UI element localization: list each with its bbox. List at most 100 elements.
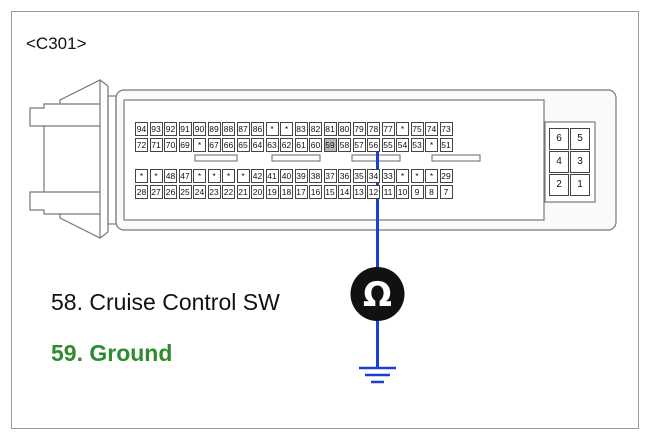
pin-64: 64 bbox=[251, 138, 264, 152]
pin-4: 4 bbox=[549, 151, 569, 173]
pin-blank: * bbox=[193, 138, 206, 152]
pin-81: 81 bbox=[323, 122, 337, 136]
pin-8: 8 bbox=[425, 185, 438, 199]
pin-blank: * bbox=[396, 122, 409, 136]
pin-56: 56 bbox=[367, 138, 380, 152]
pin-38: 38 bbox=[309, 169, 322, 183]
pin-2: 2 bbox=[549, 174, 569, 196]
pin-6: 6 bbox=[549, 128, 569, 150]
pin-72: 72 bbox=[135, 138, 148, 152]
pin-34: 34 bbox=[367, 169, 380, 183]
pin-7: 7 bbox=[439, 185, 453, 199]
pin-60: 60 bbox=[309, 138, 322, 152]
pin-51: 51 bbox=[439, 138, 453, 152]
pin-71: 71 bbox=[149, 138, 163, 152]
pin-66: 66 bbox=[222, 138, 235, 152]
pin-65: 65 bbox=[236, 138, 250, 152]
pin-70: 70 bbox=[164, 138, 177, 152]
pin-29: 29 bbox=[439, 169, 453, 183]
meter-symbol: Ω bbox=[363, 275, 392, 315]
pin-58: 58 bbox=[338, 138, 351, 152]
pin-78: 78 bbox=[367, 122, 380, 136]
pin-23: 23 bbox=[207, 185, 221, 199]
pin-blank: * bbox=[280, 122, 293, 136]
pin-12: 12 bbox=[367, 185, 380, 199]
pin-blank: * bbox=[207, 169, 221, 183]
pin-94: 94 bbox=[135, 122, 148, 136]
pin-82: 82 bbox=[309, 122, 322, 136]
pin-blank: * bbox=[425, 169, 438, 183]
pin-83: 83 bbox=[294, 122, 308, 136]
pin-88: 88 bbox=[222, 122, 235, 136]
pin-3: 3 bbox=[570, 151, 590, 173]
pin-16: 16 bbox=[309, 185, 322, 199]
pin-57: 57 bbox=[352, 138, 366, 152]
pin-blank: * bbox=[410, 169, 424, 183]
pin-18: 18 bbox=[280, 185, 293, 199]
pin-59-label: 59. Ground bbox=[51, 340, 173, 366]
pin-blank: * bbox=[149, 169, 163, 183]
pin-55: 55 bbox=[381, 138, 395, 152]
pin-20: 20 bbox=[251, 185, 264, 199]
pin-75: 75 bbox=[410, 122, 424, 136]
pin-91: 91 bbox=[178, 122, 192, 136]
pin-22: 22 bbox=[222, 185, 235, 199]
pin-67: 67 bbox=[207, 138, 221, 152]
pin-63: 63 bbox=[265, 138, 279, 152]
pin-41: 41 bbox=[265, 169, 279, 183]
pin-80: 80 bbox=[338, 122, 351, 136]
pin-19: 19 bbox=[265, 185, 279, 199]
pin-13: 13 bbox=[352, 185, 366, 199]
pin-5: 5 bbox=[570, 128, 590, 150]
connector-name: <C301> bbox=[26, 34, 87, 53]
pin-48: 48 bbox=[164, 169, 177, 183]
pin-28: 28 bbox=[135, 185, 148, 199]
pin-54: 54 bbox=[396, 138, 409, 152]
pin-42: 42 bbox=[251, 169, 264, 183]
pin-15: 15 bbox=[323, 185, 337, 199]
pin-10: 10 bbox=[396, 185, 409, 199]
pin-24: 24 bbox=[193, 185, 206, 199]
pin-blank: * bbox=[236, 169, 250, 183]
pin-blank: * bbox=[425, 138, 438, 152]
pin-blank: * bbox=[193, 169, 206, 183]
pin-39: 39 bbox=[294, 169, 308, 183]
pin-blank: * bbox=[135, 169, 148, 183]
pin-61: 61 bbox=[294, 138, 308, 152]
pin-86: 86 bbox=[251, 122, 264, 136]
pin-92: 92 bbox=[164, 122, 177, 136]
pin-11: 11 bbox=[381, 185, 395, 199]
pin-35: 35 bbox=[352, 169, 366, 183]
pin-87: 87 bbox=[236, 122, 250, 136]
pin-25: 25 bbox=[178, 185, 192, 199]
pin-69: 69 bbox=[178, 138, 192, 152]
pin-93: 93 bbox=[149, 122, 163, 136]
pin-blank: * bbox=[222, 169, 235, 183]
pin-40: 40 bbox=[280, 169, 293, 183]
pin-9: 9 bbox=[410, 185, 424, 199]
pin-blank: * bbox=[265, 122, 279, 136]
pin-79: 79 bbox=[352, 122, 366, 136]
connector-shell bbox=[29, 79, 617, 239]
pin-26: 26 bbox=[164, 185, 177, 199]
pin-17: 17 bbox=[294, 185, 308, 199]
pin-90: 90 bbox=[193, 122, 206, 136]
pin-74: 74 bbox=[425, 122, 438, 136]
pin-89: 89 bbox=[207, 122, 221, 136]
pin-blank: * bbox=[396, 169, 409, 183]
pin-27: 27 bbox=[149, 185, 163, 199]
pin-58-label: 58. Cruise Control SW bbox=[51, 289, 280, 315]
pin-62: 62 bbox=[280, 138, 293, 152]
pin-59: 59 bbox=[323, 138, 337, 152]
pin-21: 21 bbox=[236, 185, 250, 199]
pin-73: 73 bbox=[439, 122, 453, 136]
pin-47: 47 bbox=[178, 169, 192, 183]
pin-1: 1 bbox=[570, 174, 590, 196]
pin-36: 36 bbox=[338, 169, 351, 183]
pin-14: 14 bbox=[338, 185, 351, 199]
pin-53: 53 bbox=[410, 138, 424, 152]
pin-33: 33 bbox=[381, 169, 395, 183]
ohmmeter-icon: Ω bbox=[350, 267, 405, 321]
pin-77: 77 bbox=[381, 122, 395, 136]
